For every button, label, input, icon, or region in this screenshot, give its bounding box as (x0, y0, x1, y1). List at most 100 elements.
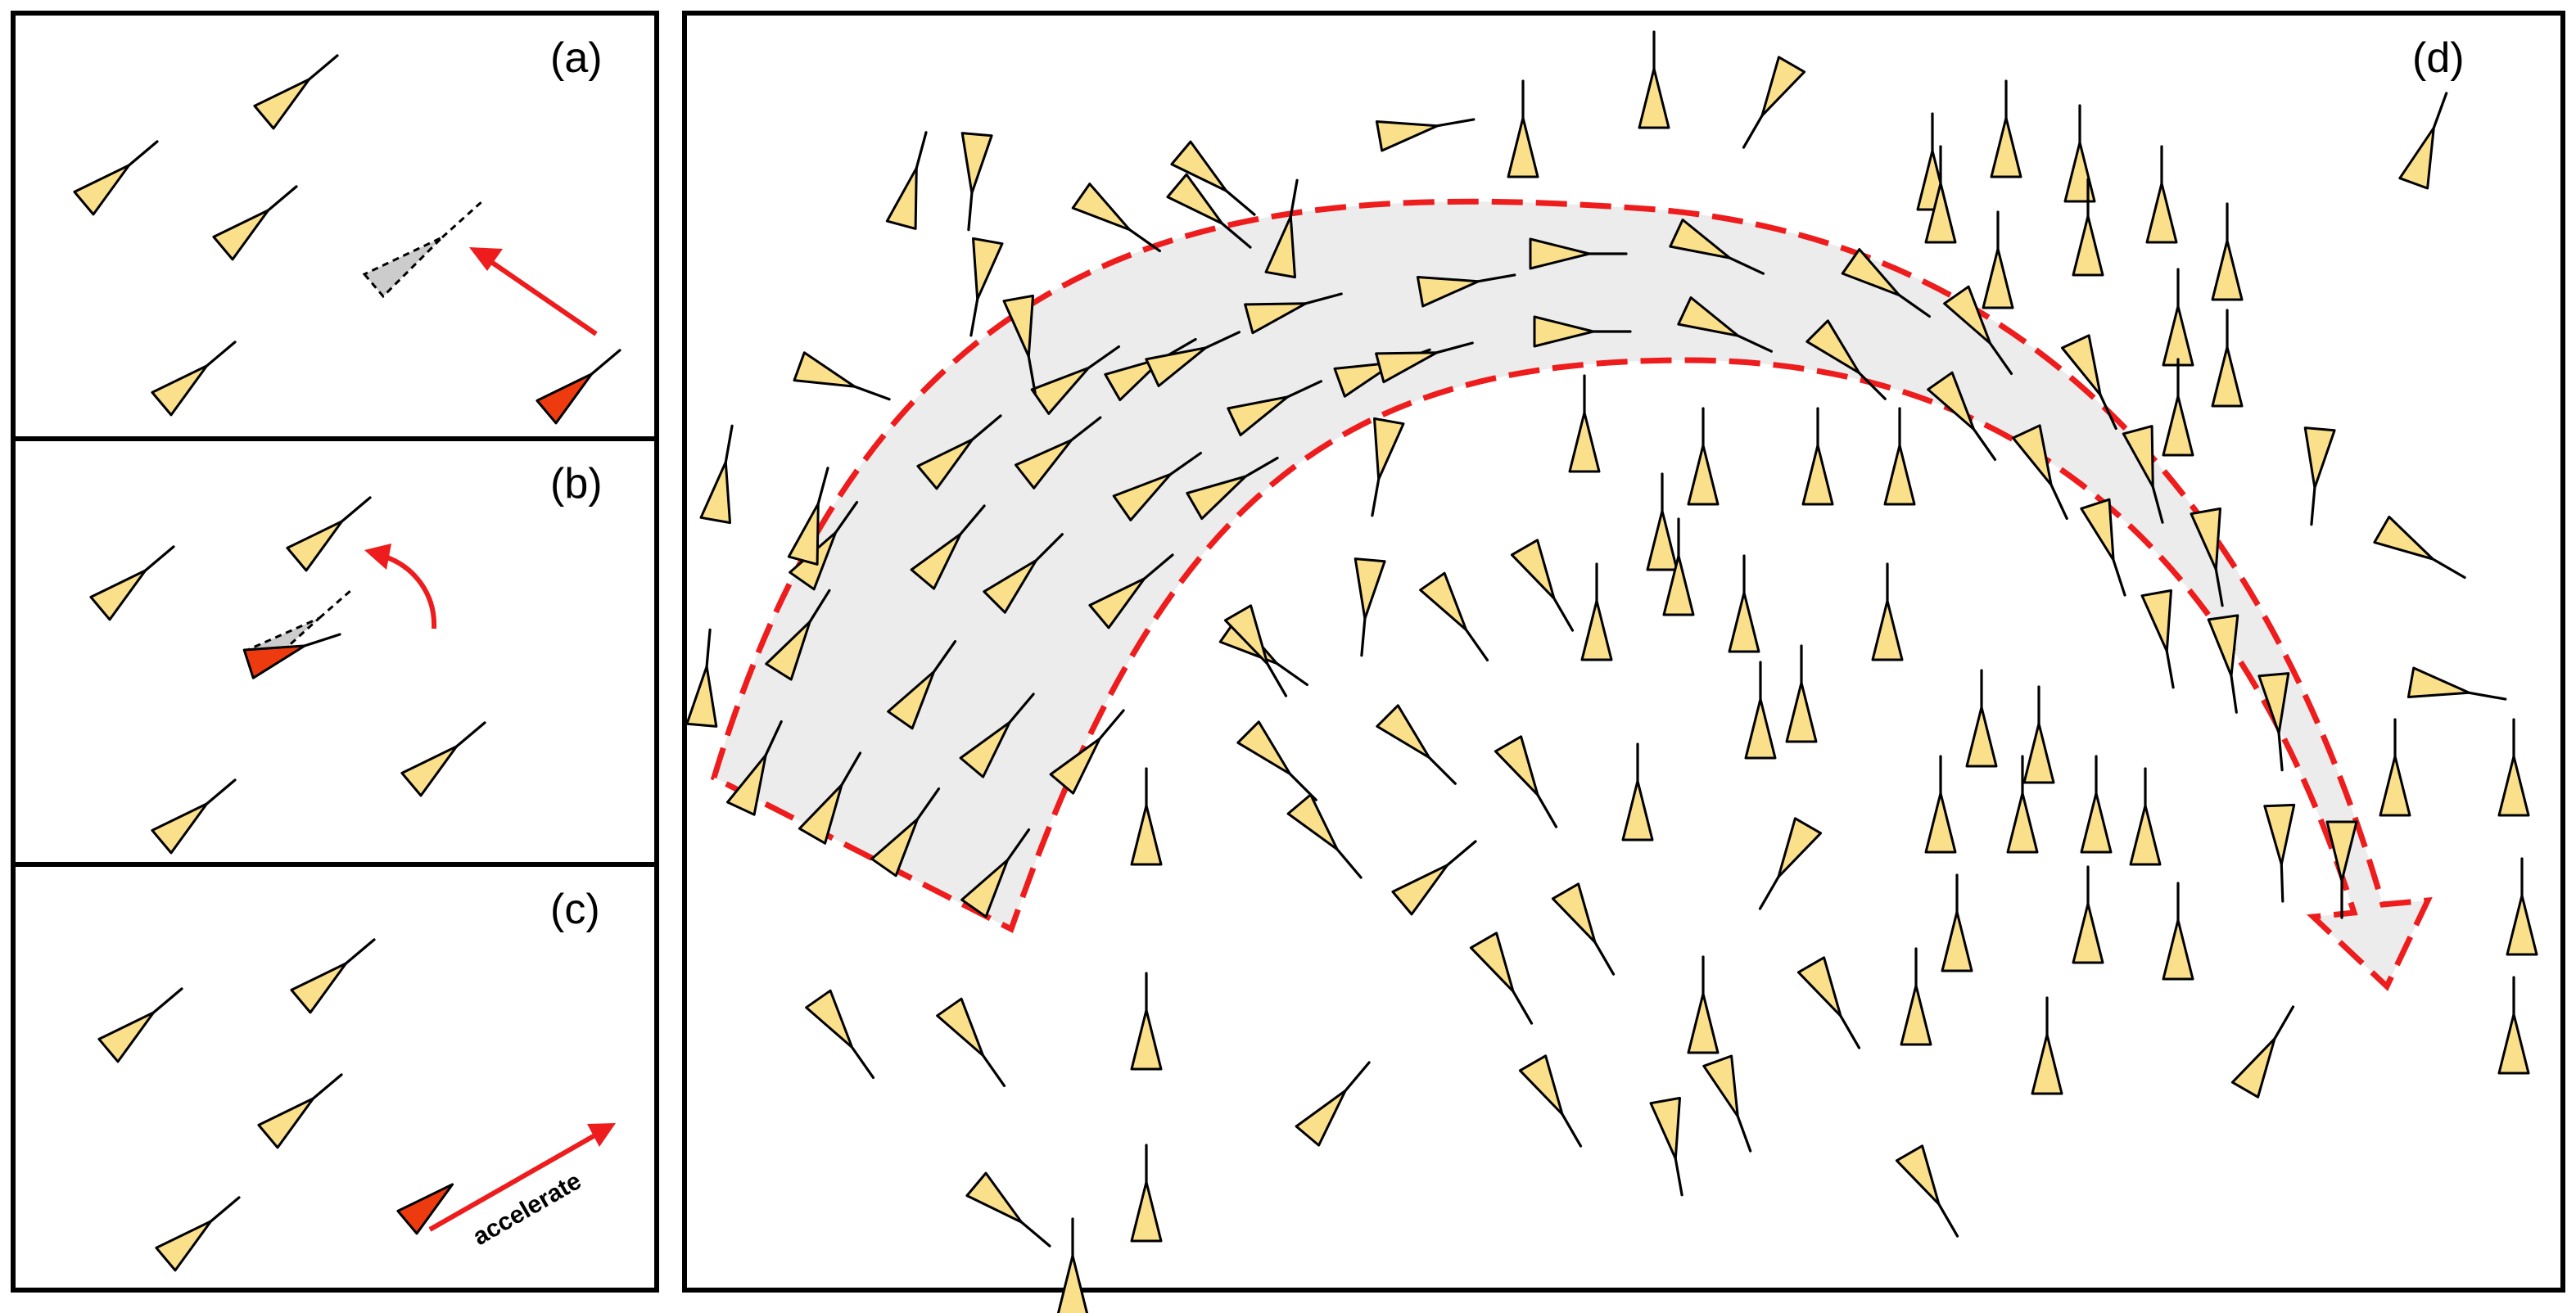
agent-body (1376, 704, 1430, 759)
agent-tail (1435, 341, 1474, 354)
agent-tail (206, 341, 237, 368)
agent-tail (1371, 477, 1381, 517)
agent-body (1883, 444, 1916, 506)
agent (1941, 873, 1973, 972)
agent (1728, 554, 1760, 653)
agent-tail (1288, 772, 1317, 801)
agent (1580, 562, 1613, 661)
agent-tail (206, 778, 237, 805)
agent-body (286, 520, 344, 572)
agent (1900, 947, 1932, 1046)
agent-body (151, 802, 209, 855)
agent-body (1419, 571, 1468, 631)
agent-body (793, 351, 856, 388)
accelerate-arrow-shaft (428, 1131, 599, 1232)
agent-tail (1034, 533, 1064, 562)
agent-body (870, 818, 920, 878)
agent-body (2506, 894, 2538, 956)
agent-body (1777, 817, 1823, 878)
agent-tail (312, 1073, 343, 1100)
agent (887, 639, 957, 730)
agent-body (1186, 475, 1247, 521)
agent-tail (1204, 331, 1241, 350)
agent-body (2211, 239, 2244, 301)
agent-body (726, 753, 767, 816)
agent (2080, 498, 2126, 597)
agent (1871, 562, 1904, 661)
agent-tail (2230, 674, 2238, 714)
agent-body (2497, 755, 2530, 817)
agent (2379, 718, 2411, 817)
agent-tail (1289, 178, 1299, 219)
agent (2129, 767, 2162, 866)
agent-tail (2273, 1005, 2295, 1040)
agent-tail (2214, 567, 2224, 607)
agent-body (1170, 140, 1228, 192)
agent-body (2122, 425, 2154, 489)
agent (1677, 296, 1773, 353)
agent-body (1805, 319, 1860, 374)
agent (1376, 704, 1457, 785)
agent-body (1702, 1054, 1739, 1118)
agent (1056, 1217, 1089, 1313)
agent-tail (1275, 661, 1309, 687)
agent-body (1286, 793, 1339, 851)
agent (1518, 1054, 1583, 1148)
agent (2162, 358, 2194, 457)
agent-body (916, 438, 974, 490)
agent-tail (808, 589, 831, 624)
agent-body (1871, 599, 1904, 661)
agent-body (1469, 932, 1515, 993)
agent-body (936, 997, 985, 1057)
agent (2080, 755, 2113, 854)
agent (2140, 589, 2175, 689)
agent-tail (1344, 1061, 1371, 1093)
agent-tail (345, 938, 376, 965)
agent (1990, 79, 2022, 178)
flow-band-outline (710, 198, 2433, 991)
agent-tail (1220, 222, 1252, 249)
agent-tail (1737, 334, 1773, 353)
accelerate-arrow-head (587, 1123, 616, 1147)
agent-tail (1008, 693, 1035, 724)
agent-body (965, 1171, 1024, 1224)
agent (1758, 817, 1823, 910)
agent-tail (840, 751, 862, 787)
agent-body (1924, 182, 1957, 244)
agent-body (2129, 804, 2162, 866)
agent-tail (2280, 863, 2285, 903)
agent-tail (2099, 394, 2117, 431)
agent-body (1264, 215, 1296, 279)
agent (1166, 173, 1252, 249)
agent-body (1295, 1089, 1347, 1147)
agent (959, 693, 1035, 778)
agent-body (1533, 315, 1595, 348)
panel-b-label: (b) (550, 460, 603, 508)
agent (1649, 1096, 1683, 1197)
agent (2303, 426, 2336, 526)
agent-tail (152, 987, 183, 1014)
agent-body (2072, 214, 2104, 277)
flow-band-fill (714, 201, 2428, 986)
agent-tail (850, 1045, 875, 1080)
agent-body (1990, 116, 2022, 178)
agent (2407, 666, 2507, 701)
agent-body (685, 665, 718, 728)
agent-tail (2310, 486, 2316, 526)
agent-body (1130, 804, 1163, 866)
agent (1841, 248, 1931, 318)
agent (1742, 56, 1806, 149)
panel-a-frame (11, 11, 659, 441)
agent-body (2006, 792, 2039, 854)
agent-body (1982, 247, 2014, 309)
panel-c-label: (c) (550, 886, 600, 933)
agent-group (73, 30, 2538, 1313)
agent-body (1941, 910, 1973, 972)
agent (1419, 571, 1489, 662)
agent (1469, 932, 1534, 1025)
move-arrow-head (469, 247, 503, 271)
agent-body (1669, 219, 1732, 259)
agent (253, 54, 339, 130)
agent-body (1112, 472, 1172, 521)
panel-d-label: (d) (2412, 34, 2465, 82)
